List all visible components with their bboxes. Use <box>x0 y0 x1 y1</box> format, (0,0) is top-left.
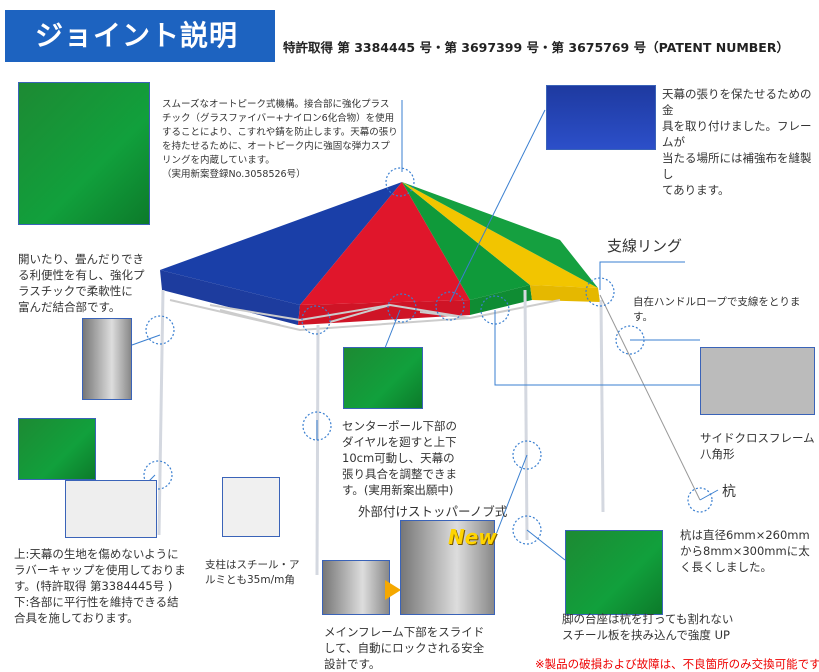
text-line: スチール板を挟み込んで強度 UP <box>562 628 730 642</box>
highlight-circles <box>143 167 713 545</box>
canopy-blue-panel <box>160 182 402 305</box>
center-pole-photo <box>343 347 423 409</box>
guy-ring-title: 支線リング <box>607 237 683 255</box>
valance-green <box>470 285 532 315</box>
text-line: スムーズなオートピーク式機構。接合部に強化プラス <box>162 99 390 110</box>
text-line: ダイヤルを廻すと上下 <box>342 435 457 449</box>
text-line: 10cm可動し、天幕の <box>342 451 455 465</box>
base-text: 脚の台座は杭を打っても割れないスチール板を挟み込んで強度 UP <box>562 611 733 643</box>
stopper-title: 外部付けストッパーノブ式 <box>358 504 508 519</box>
canopy-green-back <box>402 182 598 288</box>
text-line: センターポール下部の <box>342 419 457 433</box>
text-line: く長くしました。 <box>680 560 772 574</box>
rubber-cap-photo <box>18 418 96 480</box>
text-line: して、自動にロックされる安全 <box>324 641 485 655</box>
text-line: メインフレーム下部をスライド <box>324 625 485 639</box>
text-line: ルミとも35m/m角 <box>205 574 295 586</box>
text-line: 具を取り付けました。フレームが <box>662 119 812 149</box>
canopy-fitting-text: 天幕の張りを保たせるための金具を取り付けました。フレームが当たる場所には補強布を… <box>662 86 819 198</box>
text-line: 当たる場所には補強布を縫製し <box>662 151 812 181</box>
canopy-green-panel <box>402 182 530 300</box>
text-line: することにより、こすれや錆を防止します。天幕の張り <box>162 127 398 138</box>
text-line: 脚の台座は杭を打っても割れない <box>562 612 734 626</box>
frame <box>169 299 561 332</box>
stopper-before-photo <box>322 560 390 615</box>
base-plate-photo <box>565 530 663 615</box>
center-pole-text: センターポール下部のダイヤルを廻すと上下 10cm可動し、天幕の張り具合を調整でき… <box>342 418 457 498</box>
text-line: ラバーキャップを使用しておりま <box>14 563 186 577</box>
text-line: から8mm×300mmに太 <box>680 544 810 558</box>
new-badge: New <box>448 525 497 549</box>
text-line: る利便性を有し、強化プ <box>18 268 145 282</box>
callout-lines <box>129 100 719 561</box>
patent-numbers: 特許取得 第 3384445 号・第 3697399 号・第 3675769 号… <box>283 40 789 55</box>
stake-text: 杭は直径6mm×260mm から8mm×300mmに太く長くしました。 <box>680 527 810 575</box>
stopper-knob-photo <box>400 520 495 615</box>
pole-text: 支柱はスチール・アルミとも35m/m角 <box>205 558 300 588</box>
text-line: 設計です。 <box>324 657 381 671</box>
folding-joint-photo <box>82 318 132 400</box>
arrow-icon <box>385 580 401 600</box>
side-frame-photo <box>700 347 815 415</box>
text-line: 富んだ結合部です。 <box>18 300 121 314</box>
footer-note: ※製品の破損および故障は、不良箇所のみ交換可能です。 <box>535 657 819 671</box>
text-line: 下:各部に平行性を維持できる結 <box>14 595 179 609</box>
guy-ropes <box>599 294 701 501</box>
text-line: 開いたり、畳んだりでき <box>18 252 145 266</box>
text-line: サイドクロスフレーム <box>700 431 815 445</box>
text-line: チック（グラスファイバー+ナイロン6化合物）を使用 <box>162 113 395 124</box>
text-line: 上:天幕の生地を傷めないように <box>14 547 179 561</box>
text-line: 張り具合を調整できま <box>342 467 457 481</box>
valance-blue <box>160 270 300 325</box>
text-line: 合具を施しております。 <box>14 611 139 625</box>
stake-title: 杭 <box>722 484 736 500</box>
canopy-fitting-photo <box>546 85 656 150</box>
valance-yellow <box>530 285 600 302</box>
text-line: す。(実用新案出願中) <box>342 483 454 497</box>
main-frame-text: メインフレーム下部をスライドして、自動にロックされる安全設計です。 <box>324 624 484 672</box>
text-line: 八角形 <box>700 447 735 461</box>
text-line: 天幕の張りを保たせるための金 <box>662 87 812 117</box>
text-line: す。(特許取得 第3384445号 ) <box>14 579 173 593</box>
legs <box>157 289 605 576</box>
folding-joint-text: 開いたり、畳んだりできる利便性を有し、強化プラスチックで柔軟性に富んだ結合部です… <box>18 251 145 315</box>
side-frame-text: サイドクロスフレーム八角形 <box>700 430 815 462</box>
rubber-cap-text: 上:天幕の生地を傷めないようにラバーキャップを使用しております。(特許取得 第3… <box>14 546 186 626</box>
text-line: （実用新案登録No.3058526号） <box>162 169 306 180</box>
text-line: ラスチックで柔軟性に <box>18 284 133 298</box>
auto-peak-text: スムーズなオートピーク式機構。接合部に強化プラスチック（グラスファイバー+ナイロ… <box>162 98 398 182</box>
text-line: てあります。 <box>662 183 730 197</box>
text-line: を持たせるために、オートピーク内に強固な弾力スプ <box>162 141 390 152</box>
joint-fitting-photo <box>65 480 157 538</box>
text-line: リングを内蔵しています。 <box>162 155 275 166</box>
auto-peak-photo <box>18 82 150 225</box>
page-title: ジョイント説明 <box>5 10 275 62</box>
text-line: 杭は直径6mm×260mm <box>680 528 810 542</box>
canopy-red-panel <box>300 182 470 305</box>
guy-ring-text: 自在ハンドルロープで支線をとります。 <box>633 296 801 323</box>
pole-cross-section-photo <box>222 477 280 537</box>
text-line: 支柱はスチール・ア <box>205 559 300 571</box>
